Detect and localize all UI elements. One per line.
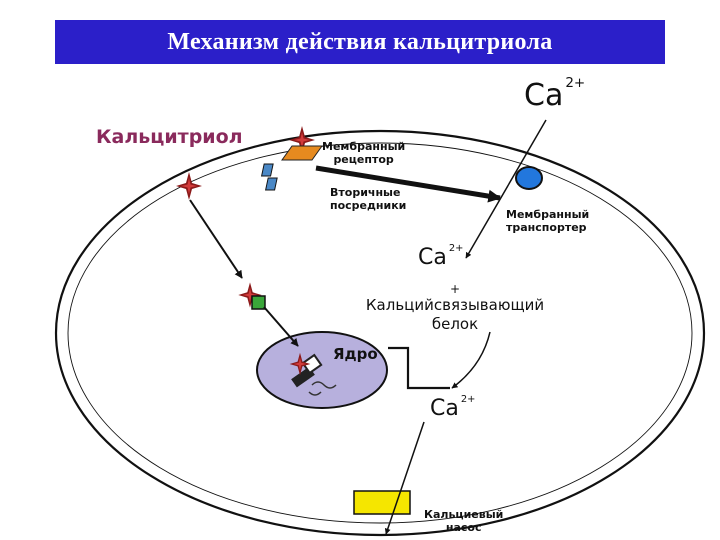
arrow-protein-to-ca (451, 331, 491, 389)
membrane-transporter-icon (515, 166, 543, 190)
second-messenger-icon (265, 177, 278, 191)
calcitriol-star-icon (176, 172, 202, 200)
arrow-receptor-to-nucleus (263, 306, 299, 347)
calcitriol-label: Кальцитриол (96, 126, 243, 148)
arrow-receptor-to-transporter (315, 165, 502, 203)
second-messengers-label: Вторичные посредники (330, 186, 407, 212)
calcium-pump-label: Кальциевый насос (424, 508, 504, 534)
arrow-ca-to-pump (384, 421, 425, 535)
binding-protein-label: + Кальцийсвязывающий белок (365, 282, 545, 333)
page-title: Механизм действия кальцитриола (167, 28, 553, 55)
nucleus-icon (256, 331, 388, 409)
membrane-transporter-label: Мембранный транспортер (506, 208, 590, 234)
arrow-nucleus-to-protein (388, 346, 450, 390)
membrane-receptor-label: Мембранный рецептор (322, 140, 406, 166)
nucleus-label: Ядро (333, 345, 378, 363)
dna-icon (291, 353, 337, 396)
title-bar: Механизм действия кальцитриола (55, 20, 665, 64)
second-messenger-icon (260, 163, 274, 177)
arrow-ca-entry (465, 119, 547, 259)
arrow-calcitriol-to-cytoplasm (189, 199, 243, 279)
cell-membrane-outer (54, 129, 706, 537)
calcium-pump-icon (353, 490, 411, 515)
cytoplasmic-receptor-icon (251, 295, 266, 310)
membrane-receptor-icon (281, 145, 323, 161)
cell-membrane-inner (67, 142, 693, 524)
